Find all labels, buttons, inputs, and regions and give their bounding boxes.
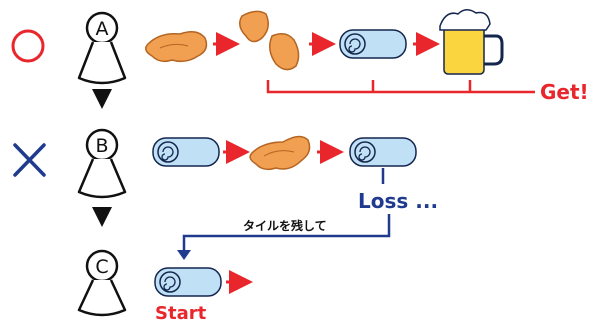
- beer-mug-icon: [439, 9, 504, 75]
- wing-icon: [249, 135, 311, 171]
- wing-pieces-icon: [239, 10, 300, 71]
- wing-icon: [145, 31, 208, 63]
- towel-icon: [349, 137, 417, 167]
- towel-icon: [154, 267, 222, 297]
- pawn-c-letter: C: [95, 256, 108, 278]
- pawn-b-letter: B: [95, 135, 108, 157]
- pawn-a-letter: A: [96, 18, 109, 40]
- get-bracket: [266, 80, 535, 94]
- pawn-c: C: [77, 249, 127, 317]
- towel-icon: [152, 137, 220, 167]
- success-circle-mark: [11, 29, 45, 63]
- get-label: Get!: [540, 80, 589, 104]
- return-path: [182, 214, 391, 252]
- loss-label: Loss ...: [358, 189, 438, 213]
- pawn-a: A: [77, 11, 127, 85]
- leave-tile-label: タイルを残して: [243, 218, 327, 233]
- pawn-b: B: [77, 128, 127, 199]
- towel-icon: [339, 29, 407, 59]
- fail-cross-mark: [13, 143, 46, 177]
- start-label: Start: [155, 303, 207, 323]
- return-arrowhead: [177, 250, 191, 260]
